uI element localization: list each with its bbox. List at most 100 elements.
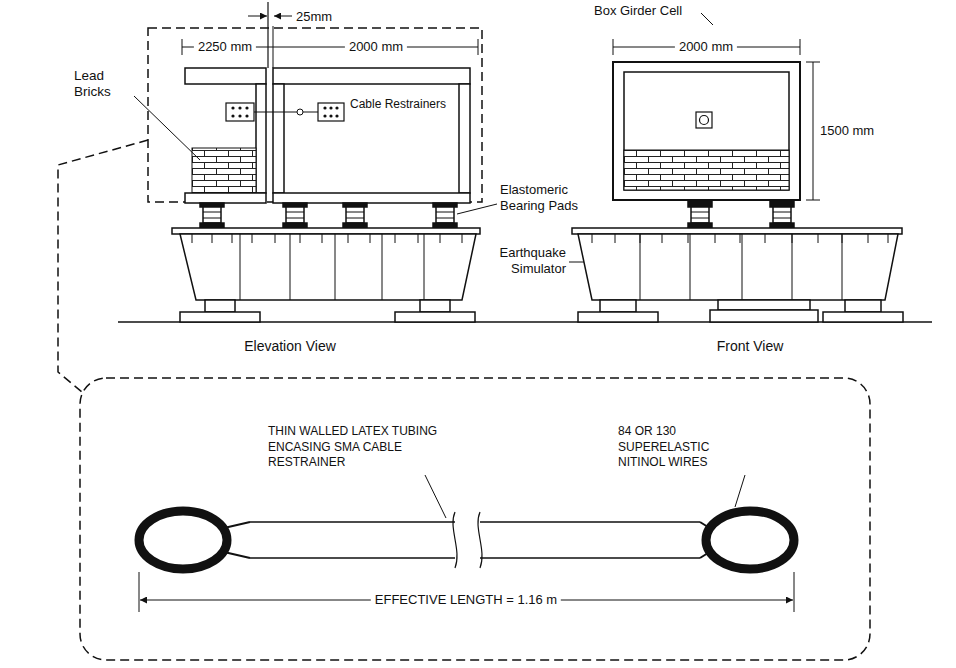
restrainer-cable	[254, 111, 318, 112]
joint-line	[273, 26, 274, 68]
anchor-bolt	[245, 114, 248, 117]
part-label: Earthquake Simulator	[470, 245, 566, 276]
cable-end-loop	[139, 511, 227, 569]
anchor-bolt	[238, 114, 241, 117]
restrainer-anchor	[696, 112, 712, 128]
elastomeric-bearing	[773, 207, 791, 223]
table-body	[578, 234, 898, 300]
dimension-tick	[613, 39, 614, 55]
dimension-label: 2250 mm	[194, 39, 256, 55]
table-rib	[592, 234, 888, 243]
part-label: Lead Bricks	[74, 68, 132, 100]
actuator	[420, 300, 450, 312]
elastomeric-bearing	[343, 203, 367, 228]
leader-line	[457, 204, 497, 214]
detail-note: 84 OR 130 SUPERELASTIC NITINOL WIRES	[618, 424, 730, 471]
dimension-tick	[806, 200, 820, 201]
part-label: Elastomeric Bearing Pads	[500, 182, 604, 213]
restrainer-detail	[58, 140, 870, 660]
leader-line	[701, 13, 713, 25]
leader-line	[134, 96, 200, 160]
footing	[395, 312, 475, 322]
cell-interior	[624, 72, 789, 190]
elastomeric-bearing	[286, 212, 304, 213]
dimension-tick	[794, 572, 795, 612]
cable-loop	[297, 109, 303, 115]
lead-bricks	[192, 148, 256, 193]
anchor-bolt	[335, 106, 338, 109]
dimension-label: 1500 mm	[820, 123, 874, 139]
actuator	[600, 300, 636, 312]
dimension-tick	[806, 62, 820, 63]
elastomeric-bearing	[346, 207, 364, 223]
elevation-view	[148, 2, 482, 322]
dimension-tick	[800, 39, 801, 55]
footing	[823, 312, 903, 322]
elastomeric-bearing	[688, 200, 712, 207]
restrainer-anchor	[226, 103, 254, 121]
table-stiffener	[640, 234, 842, 300]
girder-web	[256, 84, 266, 193]
restrainer-anchor	[318, 103, 344, 121]
elastomeric-bearing	[688, 200, 712, 228]
girder-bottom-slab	[185, 193, 266, 203]
part-label: Box Girder Cell	[594, 3, 682, 19]
girder-web	[273, 84, 284, 193]
dimension-tick	[478, 39, 479, 55]
elastomeric-bearing	[283, 203, 307, 228]
elastomeric-bearing	[286, 207, 304, 223]
dimension-label: 2000 mm	[675, 39, 737, 55]
cable-section	[700, 116, 709, 125]
joint-line	[267, 2, 268, 68]
view-title: Elevation View	[244, 338, 336, 355]
anchor-bolt	[323, 114, 326, 117]
gap-arrow	[274, 16, 292, 17]
elastomeric-bearing	[203, 218, 221, 219]
girder-top-slab	[273, 68, 470, 84]
elastomeric-bearing	[773, 218, 791, 219]
table-rib	[192, 234, 462, 243]
table-top-plate	[172, 228, 480, 234]
detail-note: THIN WALLED LATEX TUBING ENCASING SMA CA…	[268, 424, 438, 471]
center-support	[718, 300, 810, 310]
elastomeric-bearing	[346, 212, 364, 213]
lead-bricks	[624, 150, 789, 190]
front-view	[572, 39, 903, 322]
elastomeric-bearing	[773, 212, 791, 213]
elastomeric-bearing	[691, 212, 709, 213]
dimension-label: EFFECTIVE LENGTH = 1.16 m	[371, 592, 561, 608]
elastomeric-bearing	[346, 218, 364, 219]
dimension-tick	[139, 572, 140, 612]
elastomeric-bearing	[286, 218, 304, 219]
anchor-bolt	[238, 106, 241, 109]
dimension-line	[813, 62, 814, 200]
actuator	[845, 300, 881, 312]
elastomeric-bearing	[436, 212, 454, 213]
anchor-bolt	[245, 106, 248, 109]
elastomeric-bearing	[691, 218, 709, 219]
girder-top-slab	[185, 68, 266, 84]
elastomeric-bearing	[436, 218, 454, 219]
table-stiffener	[240, 234, 424, 300]
elastomeric-bearing	[200, 203, 224, 228]
elastomeric-bearing	[203, 207, 221, 223]
latex-tube	[250, 522, 700, 558]
loop-taper	[224, 522, 250, 558]
anchor-bolt	[323, 106, 326, 109]
detail-callout-line	[58, 140, 148, 392]
elastomeric-bearing	[770, 200, 794, 207]
gap-arrow	[248, 16, 267, 17]
part-label: Cable Restrainers	[350, 97, 446, 111]
elastomeric-bearing	[770, 200, 794, 228]
elastomeric-bearing	[433, 203, 457, 228]
elastomeric-bearing	[203, 212, 221, 213]
girder-bottom-slab	[273, 193, 470, 203]
detail-boundary	[148, 28, 482, 202]
anchor-bolt	[329, 106, 332, 109]
anchor-bolt	[329, 114, 332, 117]
box-girder-cell	[613, 62, 800, 200]
dimension-tick	[182, 39, 183, 55]
dimension-label: 2000 mm	[345, 39, 407, 55]
anchor-bolt	[231, 106, 234, 109]
